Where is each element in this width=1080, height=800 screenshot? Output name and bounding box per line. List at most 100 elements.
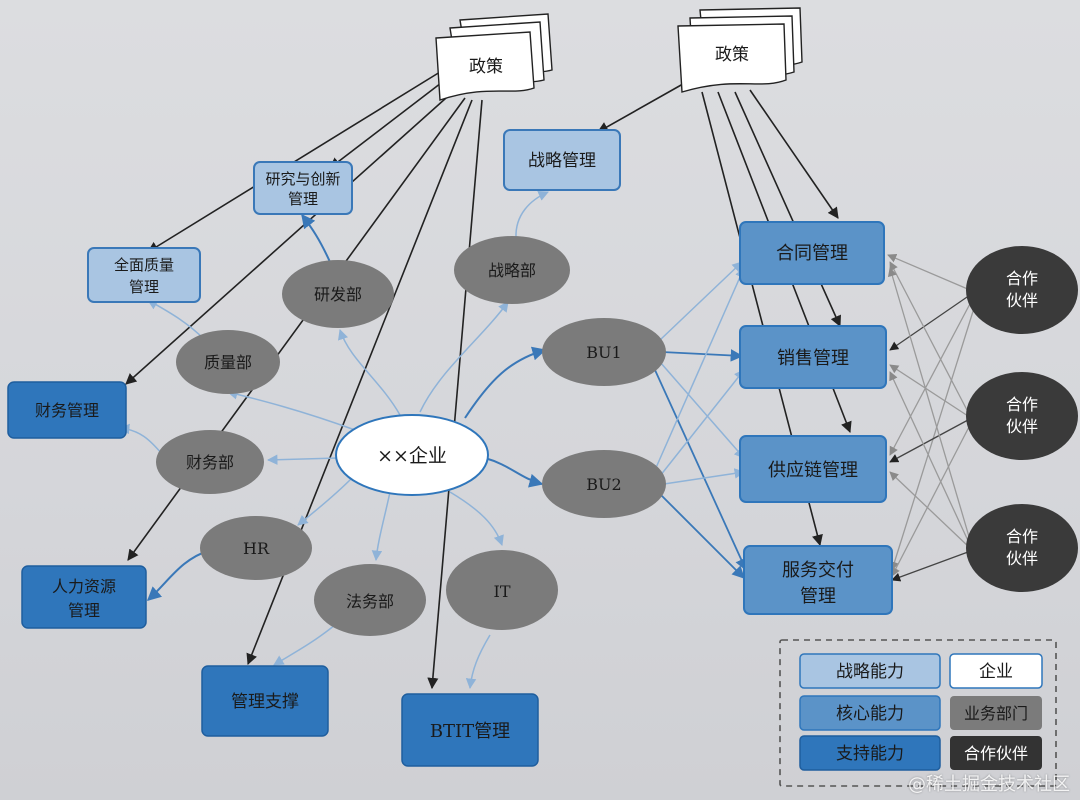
arrow-center-finance	[266, 454, 339, 465]
hr-mgmt-line1: 人力资源	[52, 577, 116, 596]
arrow-center-it	[449, 491, 504, 546]
dept-hr: HR	[200, 516, 312, 580]
dept-quality-label: 质量部	[204, 353, 252, 372]
partner-mesh	[887, 254, 976, 582]
arrow-it-btit	[465, 634, 491, 690]
arrow-center-legal	[371, 491, 391, 562]
partner-1-line2: 伙伴	[1006, 291, 1038, 310]
policy-label-right: 政策	[715, 45, 749, 65]
mgmt-support-label: 管理支撑	[231, 692, 299, 712]
partner-2: 合作 伙伴	[966, 372, 1078, 460]
policy-doc-right: 政策	[677, 7, 803, 93]
arrow-policy2-contract	[749, 89, 839, 219]
arrow-center-quality	[226, 389, 356, 431]
research-label-line2: 管理	[288, 190, 318, 208]
dept-bu2-label: BU2	[586, 475, 621, 494]
quality-label-line1: 全面质量	[114, 256, 174, 274]
capability-quality: 全面质量 管理	[87, 247, 201, 303]
arrow-bu2-sales	[659, 369, 745, 477]
dept-bu1-label: BU1	[586, 343, 621, 362]
legend-strategic: 战略能力	[836, 662, 904, 682]
hr-mgmt-line2: 管理	[68, 601, 100, 620]
legend-core: 核心能力	[836, 704, 904, 724]
capability-support: 管理支撑	[201, 665, 329, 737]
dept-hr-label: HR	[243, 539, 270, 558]
partner-3-line2: 伙伴	[1006, 549, 1038, 568]
partner-2-line1: 合作	[1006, 395, 1038, 414]
arrow-bu1-delivery	[654, 369, 748, 572]
legend-support: 支持能力	[836, 744, 904, 764]
capability-supply: 供应链管理	[739, 435, 887, 503]
arrow-bu1-sales	[661, 349, 744, 362]
dept-strategy-label: 战略部	[488, 261, 536, 280]
dept-rnd-label: 研发部	[314, 285, 362, 304]
arrow-strategy-smgmt	[515, 191, 549, 239]
dept-bu1: BU1	[542, 318, 666, 386]
dept-bu2: BU2	[542, 450, 666, 518]
delivery-mgmt-line1: 服务交付	[782, 560, 854, 581]
legend-partner: 合作伙伴	[964, 744, 1028, 763]
capability-finance: 财务管理	[7, 381, 127, 439]
btit-mgmt-label: BTIT管理	[430, 721, 510, 742]
dept-finance-label: 财务部	[186, 453, 234, 472]
partner-2-line2: 伙伴	[1006, 417, 1038, 436]
dept-legal: 法务部	[314, 564, 426, 636]
arrow-bu1-supply	[659, 361, 745, 459]
legend-enterprise: 企业	[979, 662, 1013, 682]
dept-quality: 质量部	[176, 330, 280, 394]
arrow-policy-finance	[125, 89, 456, 385]
legend-swatch-business-dept	[950, 696, 1042, 730]
delivery-mgmt-line2: 管理	[800, 586, 836, 607]
capability-contract: 合同管理	[739, 221, 885, 285]
supply-mgmt-label: 供应链管理	[768, 460, 858, 481]
contract-mgmt-label: 合同管理	[776, 243, 848, 264]
capability-hr: 人力资源 管理	[21, 565, 147, 629]
arrow-bu2-contract	[654, 267, 745, 471]
legend-swatch-enterprise	[949, 653, 1043, 689]
policy-label-left: 政策	[469, 57, 503, 77]
arrow-policy-btit	[427, 99, 483, 690]
arrow-hr-hrmgmt	[146, 549, 211, 601]
quality-label-line2: 管理	[129, 278, 159, 296]
legend-business-dept: 业务部门	[964, 704, 1028, 723]
legend: 战略能力 核心能力 支持能力 企业 业务部门 合作伙伴	[779, 639, 1057, 787]
partner-1-line1: 合作	[1006, 269, 1038, 288]
partner-1: 合作 伙伴	[966, 246, 1078, 334]
dept-finance: 财务部	[156, 430, 264, 494]
arrow-policy2-strategy	[597, 79, 691, 133]
finance-mgmt-label: 财务管理	[35, 401, 99, 420]
arrow-policy2-sales	[734, 91, 841, 328]
policy-doc-left: 政策	[435, 13, 553, 101]
arrow-bu2-delivery	[659, 493, 745, 579]
legend-swatch-strategic	[799, 653, 941, 689]
arrow-center-hr	[297, 477, 353, 526]
dept-rnd: 研发部	[282, 260, 394, 328]
capability-btit: BTIT管理	[401, 693, 539, 767]
dept-it: IT	[446, 550, 558, 630]
watermark: @稀土掘金技术社区	[908, 774, 1070, 795]
arrow-center-bu1	[464, 346, 547, 419]
legend-swatch-support	[799, 735, 941, 771]
arrow-center-rnd	[338, 329, 401, 416]
capability-strategy: 战略管理	[503, 129, 621, 191]
dept-strategy: 战略部	[454, 236, 570, 304]
capability-research: 研究与创新 管理	[253, 161, 353, 215]
dept-legal-label: 法务部	[346, 592, 394, 611]
capability-delivery: 服务交付 管理	[743, 545, 893, 615]
capability-sales: 销售管理	[739, 325, 887, 389]
arrow-rnd-research	[301, 213, 331, 263]
arrow-bu1-contract	[659, 261, 743, 341]
arrow-bu2-supply	[663, 468, 746, 485]
research-label-line1: 研究与创新	[265, 170, 340, 188]
arrow-legal-support	[273, 624, 336, 666]
sales-mgmt-label: 销售管理	[777, 348, 849, 369]
partner-3-line1: 合作	[1006, 527, 1038, 546]
legend-swatch-core	[799, 695, 941, 731]
legend-swatch-partner	[950, 736, 1042, 770]
arrow-center-bu2	[484, 457, 544, 488]
enterprise-label: ××企业	[377, 445, 447, 467]
enterprise-center: ××企业	[335, 414, 489, 496]
partner-3: 合作 伙伴	[966, 504, 1078, 592]
arrow-center-strategy	[419, 301, 509, 413]
